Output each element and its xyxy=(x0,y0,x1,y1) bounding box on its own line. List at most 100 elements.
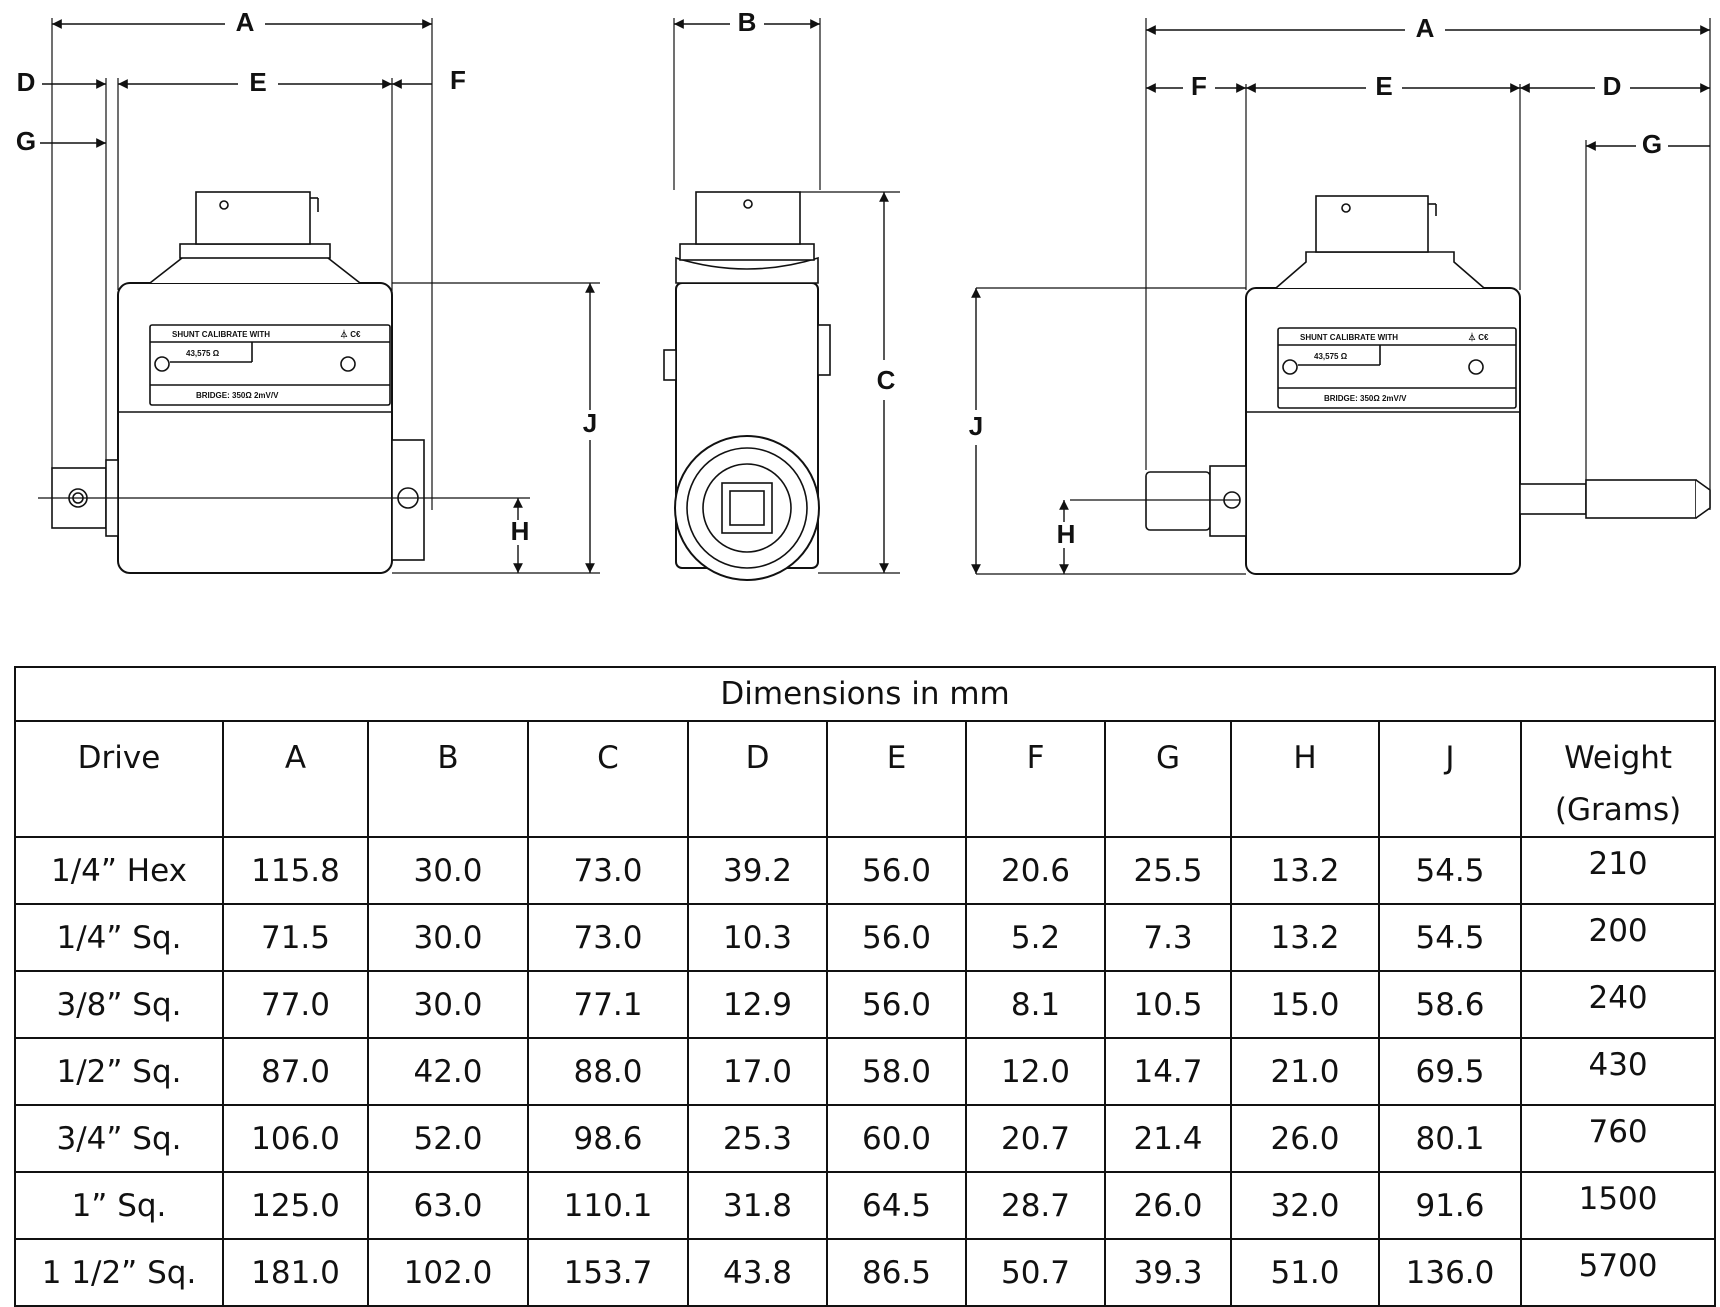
table-cell: 102.0 xyxy=(367,1238,529,1307)
label-h-right: H xyxy=(1057,519,1076,549)
label-j-left: J xyxy=(583,408,597,438)
plate-line1-right: SHUNT CALIBRATE WITH xyxy=(1300,333,1398,342)
dimension-drawing: A D E F G H J SHUNT CALIBRATE WITH ⏃ C€ … xyxy=(16,7,1711,581)
table-cell: 1/4” Sq. xyxy=(14,903,224,972)
table-cell: 58.0 xyxy=(826,1037,967,1106)
table-cell: 69.5 xyxy=(1378,1037,1522,1106)
table-cell: 77.1 xyxy=(527,970,689,1039)
table-cell: 3/4” Sq. xyxy=(14,1104,224,1173)
table-cell: 13.2 xyxy=(1230,836,1380,905)
column-header: D xyxy=(687,720,828,838)
table-cell: 14.7 xyxy=(1104,1037,1232,1106)
label-e-left: E xyxy=(249,67,266,97)
table-cell: 210 xyxy=(1519,836,1717,905)
table-cell: 26.0 xyxy=(1230,1104,1380,1173)
table-cell: 240 xyxy=(1519,970,1717,1039)
table-cell: 73.0 xyxy=(527,903,689,972)
table-cell: 1/2” Sq. xyxy=(14,1037,224,1106)
table-cell: 21.4 xyxy=(1104,1104,1232,1173)
table-cell: 15.0 xyxy=(1230,970,1380,1039)
column-header: Weight(Grams) xyxy=(1519,720,1717,838)
table-cell: 50.7 xyxy=(965,1238,1106,1307)
label-c: C xyxy=(877,365,896,395)
table-cell: 54.5 xyxy=(1378,903,1522,972)
plate-marks-left: ⏃ C€ xyxy=(340,329,361,339)
table-cell: 10.3 xyxy=(687,903,828,972)
side-view-right xyxy=(971,18,1711,575)
label-f-right: F xyxy=(1191,71,1207,101)
table-cell: 8.1 xyxy=(965,970,1106,1039)
table-cell: 20.6 xyxy=(965,836,1106,905)
table-cell: 20.7 xyxy=(965,1104,1106,1173)
label-j-right: J xyxy=(969,411,983,441)
table-cell: 58.6 xyxy=(1378,970,1522,1039)
table-cell: 56.0 xyxy=(826,903,967,972)
table-cell: 12.0 xyxy=(965,1037,1106,1106)
table-cell: 28.7 xyxy=(965,1171,1106,1240)
table-cell: 30.0 xyxy=(367,903,529,972)
table-cell: 25.3 xyxy=(687,1104,828,1173)
table-cell: 26.0 xyxy=(1104,1171,1232,1240)
plate-line3-left: BRIDGE: 350Ω 2mV/V xyxy=(196,391,279,400)
table-cell: 7.3 xyxy=(1104,903,1232,972)
front-view xyxy=(663,18,900,581)
table-cell: 71.5 xyxy=(222,903,369,972)
table-cell: 1/4” Hex xyxy=(14,836,224,905)
table-cell: 1 1/2” Sq. xyxy=(14,1238,224,1307)
table-cell: 63.0 xyxy=(367,1171,529,1240)
table-cell: 51.0 xyxy=(1230,1238,1380,1307)
table-cell: 136.0 xyxy=(1378,1238,1522,1307)
label-d-left: D xyxy=(17,67,36,97)
table-cell: 21.0 xyxy=(1230,1037,1380,1106)
column-header: E xyxy=(826,720,967,838)
table-cell: 760 xyxy=(1519,1104,1717,1173)
table-cell: 110.1 xyxy=(527,1171,689,1240)
table-cell: 91.6 xyxy=(1378,1171,1522,1240)
table-cell: 73.0 xyxy=(527,836,689,905)
label-h-left: H xyxy=(511,516,530,546)
label-f-left: F xyxy=(450,65,466,95)
table-cell: 56.0 xyxy=(826,970,967,1039)
table-cell: 13.2 xyxy=(1230,903,1380,972)
table-cell: 125.0 xyxy=(222,1171,369,1240)
label-g-right: G xyxy=(1642,129,1662,159)
table-cell: 430 xyxy=(1519,1037,1717,1106)
table-cell: 17.0 xyxy=(687,1037,828,1106)
table-cell: 39.3 xyxy=(1104,1238,1232,1307)
column-header: C xyxy=(527,720,689,838)
table-cell: 3/8” Sq. xyxy=(14,970,224,1039)
table-cell: 181.0 xyxy=(222,1238,369,1307)
table-cell: 1” Sq. xyxy=(14,1171,224,1240)
column-header: H xyxy=(1230,720,1380,838)
column-header: G xyxy=(1104,720,1232,838)
table-cell: 30.0 xyxy=(367,970,529,1039)
table-cell: 52.0 xyxy=(367,1104,529,1173)
plate-marks-right: ⏃ C€ xyxy=(1468,332,1489,342)
table-cell: 5700 xyxy=(1519,1238,1717,1307)
table-cell: 25.5 xyxy=(1104,836,1232,905)
table-cell: 87.0 xyxy=(222,1037,369,1106)
column-header: F xyxy=(965,720,1106,838)
label-a-right: A xyxy=(1416,13,1435,43)
table-cell: 56.0 xyxy=(826,836,967,905)
table-cell: 54.5 xyxy=(1378,836,1522,905)
label-e-right: E xyxy=(1375,71,1392,101)
label-b: B xyxy=(738,7,757,37)
table-cell: 5.2 xyxy=(965,903,1106,972)
table-cell: 1500 xyxy=(1519,1171,1717,1240)
table-cell: 80.1 xyxy=(1378,1104,1522,1173)
table-cell: 153.7 xyxy=(527,1238,689,1307)
column-header: J xyxy=(1378,720,1522,838)
table-cell: 77.0 xyxy=(222,970,369,1039)
table-cell: 115.8 xyxy=(222,836,369,905)
column-header: A xyxy=(222,720,369,838)
table-cell: 43.8 xyxy=(687,1238,828,1307)
label-g-left: G xyxy=(16,126,36,156)
column-header: B xyxy=(367,720,529,838)
table-cell: 86.5 xyxy=(826,1238,967,1307)
table-cell: 98.6 xyxy=(527,1104,689,1173)
